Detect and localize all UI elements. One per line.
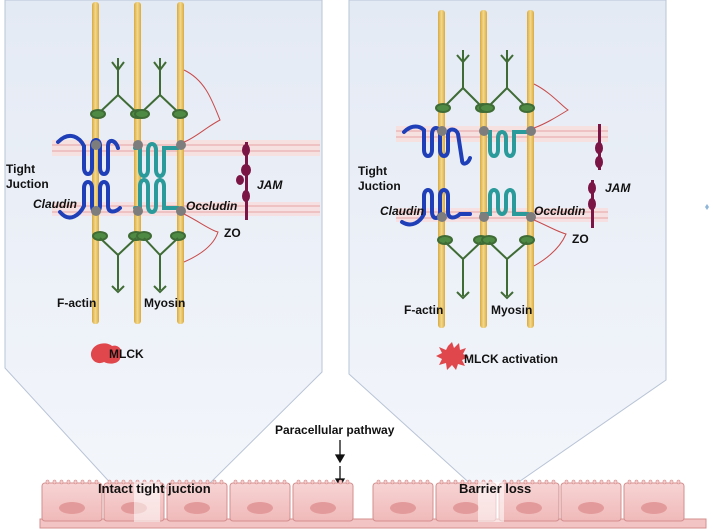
left-claudin-label: Claudin [33,197,77,211]
right-occludin-label: Occludin [534,204,586,218]
barrier-loss-label: Barrier loss [459,481,532,496]
right-zo-label: ZO [572,232,589,246]
left-zo-linkers [183,69,221,263]
cell-nucleus [578,502,604,514]
epithelial-cell [229,479,291,522]
left-junction-highlight [134,482,160,522]
right-jam-label: JAM [605,181,631,195]
left-zo-label: ZO [224,226,241,240]
right-claudin [400,124,472,227]
right-occludin [480,130,530,216]
cell-nucleus [453,502,479,514]
left-myosin-label: Myosin [144,296,186,310]
spark-icon [705,204,709,210]
epithelial-cell [498,479,560,522]
cell-nucleus [390,502,416,514]
cell-nucleus [184,502,210,514]
right-mlck-icon [436,342,469,370]
right-myosin-label: Myosin [491,303,533,317]
left-factin-label: F-actin [57,296,97,310]
left-myosin-bottom [92,231,186,294]
left-jam [236,142,251,220]
right-tight-label-2: Juction [358,179,401,193]
epithelial-cell [41,479,103,522]
left-mlck-icon [90,343,122,364]
left-actin-filaments [92,2,184,324]
cell-nucleus [310,502,336,514]
cell-nucleus [247,502,273,514]
right-zo-linkers [533,83,569,267]
left-occludin-label: Occludin [186,199,238,213]
cell-nucleus [516,502,542,514]
right-myosin-bottom [437,235,535,300]
intact-junction-label: Intact tight juction [98,481,211,496]
left-jam-label: JAM [257,178,283,192]
left-tight-label-1: Tight [6,162,36,176]
left-tight-label-2: Juction [6,177,49,191]
cell-nucleus [59,502,85,514]
epithelial-cell [560,479,622,522]
left-zo-nodes [91,140,186,216]
right-zo-nodes [437,126,536,222]
epithelial-cell [372,479,434,522]
left-myosin-top [90,58,188,119]
left-mlck-label: MLCK [109,347,144,361]
epithelium-cells [41,479,685,522]
right-actin-filaments [438,10,534,328]
epithelial-cell [292,479,354,522]
right-claudin-label: Claudin [380,204,424,218]
right-factin-label: F-actin [404,303,444,317]
right-myosin-top [435,50,535,113]
right-jam [588,124,603,228]
left-occludin [133,142,180,214]
right-junction-highlight [478,482,504,522]
epithelial-cell [166,479,228,522]
left-zoom-panel [4,0,323,489]
paracellular-pathway-label: Paracellular pathway [275,423,395,437]
epithelial-cell [623,479,685,522]
right-tight-label-1: Tight [358,164,388,178]
right-mlck-label: MLCK activation [464,352,559,366]
cell-nucleus [641,502,667,514]
